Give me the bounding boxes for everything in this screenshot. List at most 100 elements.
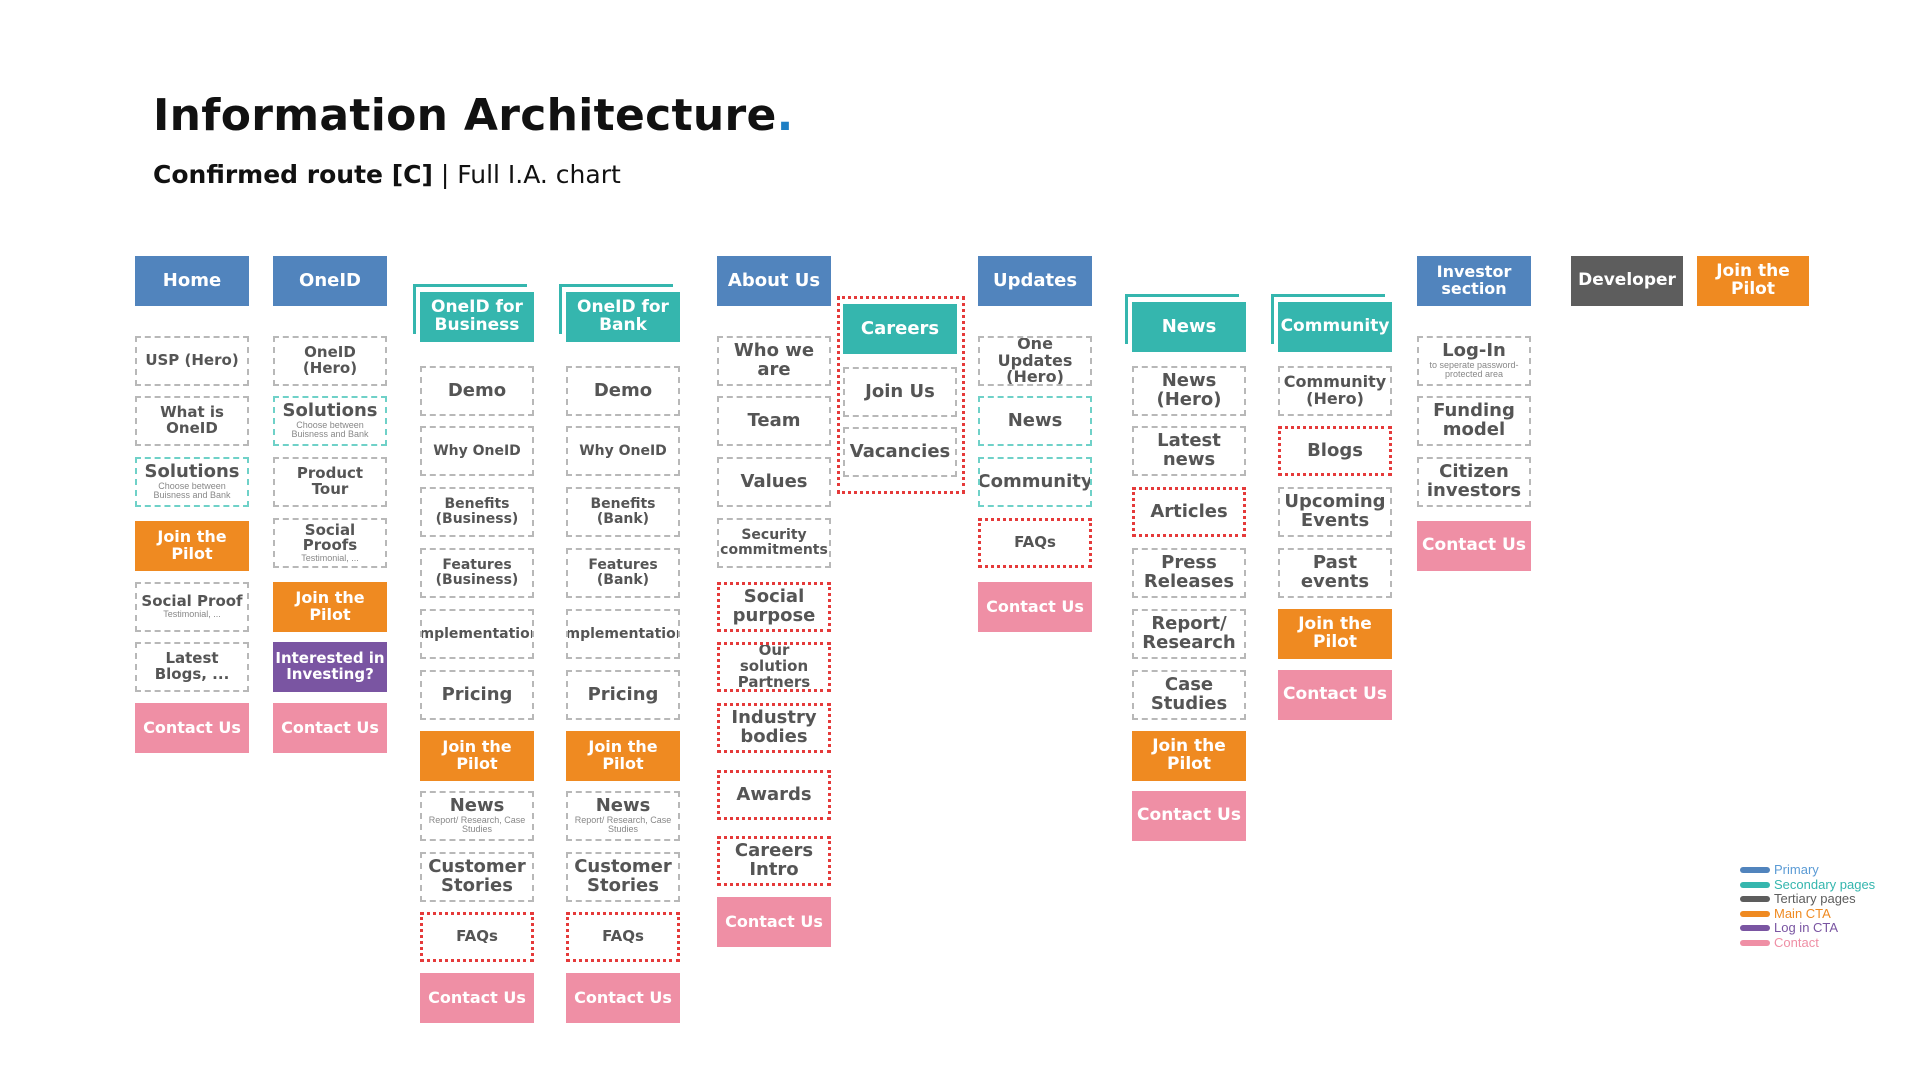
bank-page-demo[interactable]: Demo (566, 366, 680, 416)
bank-page-features[interactable]: Features (Bank) (566, 548, 680, 598)
business-page-faqs[interactable]: FAQs (420, 912, 534, 962)
bank-page-customer-stories[interactable]: Customer Stories (566, 852, 680, 902)
updates-contact-us[interactable]: Contact Us (978, 582, 1092, 632)
legend-label: Primary (1774, 862, 1819, 877)
oneid-contact-us[interactable]: Contact Us (273, 703, 387, 753)
legend-label: Log in CTA (1774, 920, 1839, 935)
updates-page-news[interactable]: News (978, 396, 1092, 446)
about-page-social-purpose[interactable]: Social purpose (717, 582, 831, 632)
careers-header[interactable]: Careers (843, 304, 957, 354)
about-page-awards[interactable]: Awards (717, 770, 831, 820)
news-page-case-studies-label: Case Studies (1150, 674, 1228, 714)
careers-page-join-us[interactable]: Join Us (843, 367, 957, 417)
community-contact-us[interactable]: Contact Us (1278, 670, 1392, 720)
home-page-latest-blogs[interactable]: Latest Blogs, ... (135, 642, 249, 692)
home-contact-us[interactable]: Contact Us (135, 703, 249, 753)
oneid-cta-join-pilot[interactable]: Join the Pilot (273, 582, 387, 632)
business-page-benefits[interactable]: Benefits (Business) (420, 487, 534, 537)
investor-header[interactable]: Investor section (1417, 256, 1531, 306)
oneid-business-header-label: OneID for Business (431, 297, 523, 335)
bank-page-pricing-label: Pricing (587, 683, 659, 705)
news-cta-join-pilot[interactable]: Join the Pilot (1132, 731, 1246, 781)
home-header[interactable]: Home (135, 256, 249, 306)
legend-label: Main CTA (1774, 905, 1831, 921)
business-cta-join-pilot[interactable]: Join the Pilot (420, 731, 534, 781)
developer-header[interactable]: Developer (1571, 256, 1683, 306)
bank-page-why-oneid[interactable]: Why OneID (566, 426, 680, 476)
business-page-implementation[interactable]: Implementation (420, 609, 534, 659)
news-header[interactable]: News (1132, 302, 1246, 352)
investor-page-funding-model[interactable]: Funding model (1417, 396, 1531, 446)
business-page-benefits-label: Benefits (Business) (435, 496, 519, 527)
community-header[interactable]: Community (1278, 302, 1392, 352)
bank-cta-join-pilot[interactable]: Join the Pilot (566, 731, 680, 781)
about-page-team[interactable]: Team (717, 396, 831, 446)
about-page-values[interactable]: Values (717, 457, 831, 507)
investor-contact-us[interactable]: Contact Us (1417, 521, 1531, 571)
business-page-features[interactable]: Features (Business) (420, 548, 534, 598)
news-page-report-research[interactable]: Report/ Research (1132, 609, 1246, 659)
community-page-upcoming-events[interactable]: Upcoming Events (1278, 487, 1392, 537)
community-page-hero-label: Community (Hero) (1283, 372, 1387, 408)
legend-swatch (1740, 867, 1770, 873)
updates-page-hero[interactable]: One Updates (Hero) (978, 336, 1092, 386)
page-title: Information Architecture. (153, 90, 794, 141)
updates-page-community[interactable]: Community (978, 457, 1092, 507)
about-contact-us[interactable]: Contact Us (717, 897, 831, 947)
bank-page-implementation[interactable]: Implementation (566, 609, 680, 659)
oneid-business-header[interactable]: OneID for Business (420, 292, 534, 342)
community-cta-join-pilot[interactable]: Join the Pilot (1278, 609, 1392, 659)
home-page-usp-hero[interactable]: USP (Hero) (135, 336, 249, 386)
home-page-what-is-oneid[interactable]: What is OneID (135, 396, 249, 446)
news-page-press-releases[interactable]: Press Releases (1132, 548, 1246, 598)
bank-page-why-oneid-label: Why OneID (579, 442, 667, 459)
business-page-pricing[interactable]: Pricing (420, 670, 534, 720)
about-header[interactable]: About Us (717, 256, 831, 306)
legend-item: Tertiary pages (1740, 891, 1910, 907)
careers-page-vacancies[interactable]: Vacancies (843, 427, 957, 477)
business-contact-us[interactable]: Contact Us (420, 973, 534, 1023)
news-page-hero[interactable]: News (Hero) (1132, 366, 1246, 416)
community-page-past-events[interactable]: Past events (1278, 548, 1392, 598)
news-contact-us[interactable]: Contact Us (1132, 791, 1246, 841)
title-text: Information Architecture (153, 90, 777, 141)
updates-page-faqs[interactable]: FAQs (978, 518, 1092, 568)
oneid-header[interactable]: OneID (273, 256, 387, 306)
oneid-cta-interested-investing[interactable]: Interested in Investing? (273, 642, 387, 692)
bank-page-benefits[interactable]: Benefits (Bank) (566, 487, 680, 537)
about-page-solution-partners[interactable]: Our solution Partners (717, 642, 831, 692)
community-contact-us-label: Contact Us (1283, 684, 1387, 705)
bank-contact-us[interactable]: Contact Us (566, 973, 680, 1023)
investor-page-citizen-investors[interactable]: Citizen investors (1417, 457, 1531, 507)
business-page-demo[interactable]: Demo (420, 366, 534, 416)
about-page-who-we-are[interactable]: Who we are (717, 336, 831, 386)
about-page-security[interactable]: Security commitments (717, 518, 831, 568)
oneid-page-hero[interactable]: OneID (Hero) (273, 336, 387, 386)
updates-header[interactable]: Updates (978, 256, 1092, 306)
community-page-hero[interactable]: Community (Hero) (1278, 366, 1392, 416)
about-page-industry-bodies[interactable]: Industry bodies (717, 703, 831, 753)
bank-page-faqs[interactable]: FAQs (566, 912, 680, 962)
community-page-blogs[interactable]: Blogs (1278, 426, 1392, 476)
bank-page-pricing[interactable]: Pricing (566, 670, 680, 720)
business-page-customer-stories[interactable]: Customer Stories (420, 852, 534, 902)
careers-group-outline (837, 296, 965, 494)
oneid-page-product-tour[interactable]: Product Tour (273, 457, 387, 507)
news-page-articles[interactable]: Articles (1132, 487, 1246, 537)
oneid-bank-header[interactable]: OneID for Bank (566, 292, 680, 342)
join-pilot-header[interactable]: Join the Pilot (1697, 256, 1809, 306)
news-page-latest[interactable]: Latest news (1132, 426, 1246, 476)
news-page-case-studies[interactable]: Case Studies (1132, 670, 1246, 720)
business-page-why-oneid[interactable]: Why OneID (420, 426, 534, 476)
investor-page-funding-model-label: Funding model (1433, 400, 1515, 440)
home-cta-join-pilot[interactable]: Join the Pilot (135, 521, 249, 571)
about-page-careers-intro[interactable]: Careers Intro (717, 836, 831, 886)
